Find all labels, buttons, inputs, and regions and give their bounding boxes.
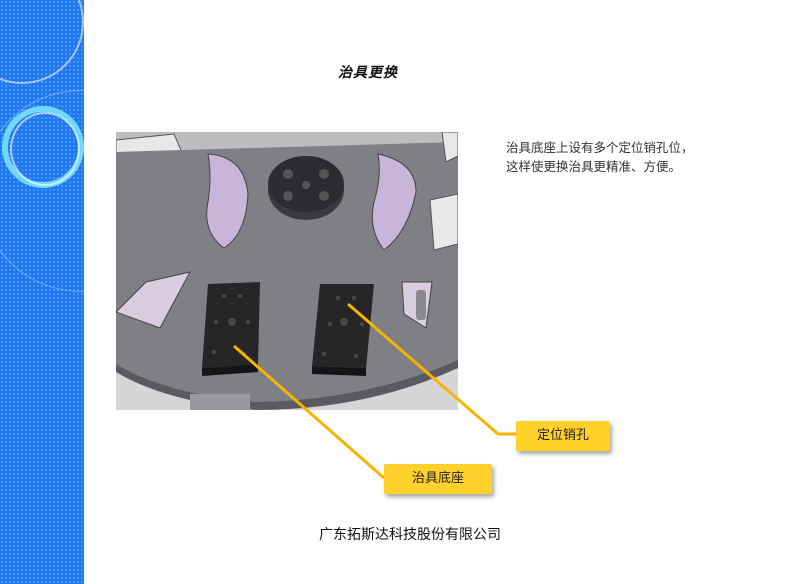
fixture-render-image (116, 132, 458, 410)
decorative-side-band (0, 0, 84, 584)
callout-fixture-base-label: 治具底座 (384, 464, 492, 494)
company-footer: 广东拓斯达科技股份有限公司 (319, 526, 501, 542)
slide-title: 治具更换 (338, 65, 398, 81)
callout-pin-hole-label: 定位销孔 (516, 421, 610, 451)
decorative-ring (10, 112, 80, 186)
fixture-base-block-right (312, 284, 374, 376)
description-text: 治具底座上设有多个定位销孔位， 这样使更换治具更精准、方便。 (506, 138, 766, 176)
fixture-base-block-left (202, 282, 260, 376)
description-line: 这样使更换治具更精准、方便。 (506, 159, 682, 174)
description-line: 治具底座上设有多个定位销孔位， (506, 140, 694, 155)
decorative-ring (0, 0, 84, 84)
